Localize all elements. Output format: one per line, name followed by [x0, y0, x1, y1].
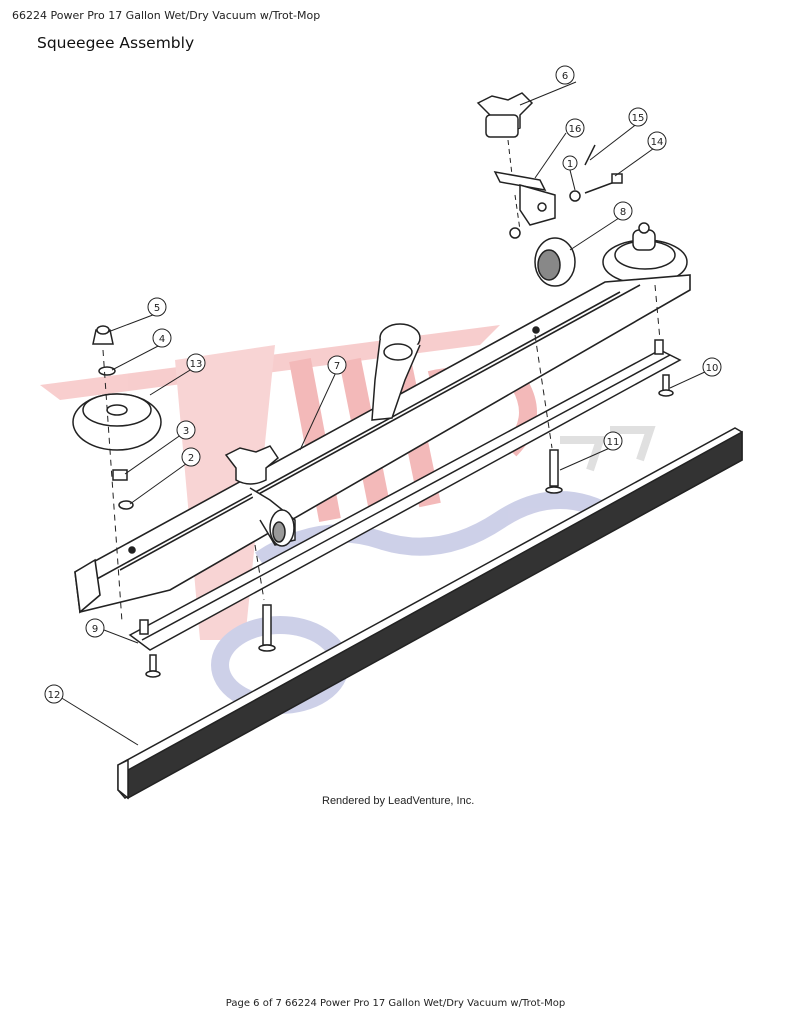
hose-inlet — [371, 323, 421, 421]
callout-9-label: 9 — [92, 624, 98, 635]
callout-5: 5 — [147, 297, 167, 317]
small-wheel — [534, 237, 576, 287]
callout-9: 9 — [85, 618, 105, 638]
callout-15: 15 — [628, 107, 648, 127]
callout-15-label: 15 — [632, 113, 645, 124]
left-hardware-stack — [92, 325, 134, 510]
callout-4: 4 — [152, 328, 172, 348]
rubber-blade — [117, 427, 743, 800]
knob-caster-left — [224, 445, 296, 547]
blade-holder — [128, 339, 682, 678]
section-title: Squeegee Assembly — [37, 34, 195, 52]
callout-6: 6 — [555, 65, 575, 85]
callout-16: 16 — [565, 118, 585, 138]
callout-10-label: 10 — [706, 363, 719, 374]
render-credit: Rendered by LeadVenture, Inc. — [322, 795, 475, 807]
callout-11-label: 11 — [607, 437, 620, 448]
document-title: 66224 Power Pro 17 Gallon Wet/Dry Vacuum… — [12, 9, 321, 22]
callout-10: 10 — [702, 357, 722, 377]
assembly-guides — [102, 284, 661, 623]
callout-5-label: 5 — [154, 303, 160, 314]
callout-3-label: 3 — [183, 426, 189, 437]
callout-leaders — [59, 81, 708, 746]
callout-1-label: 1 — [567, 159, 573, 170]
callout-13-label: 13 — [190, 359, 203, 370]
callout-7-label: 7 — [334, 361, 340, 372]
callout-12-label: 12 — [48, 690, 61, 701]
end-wheel-left — [72, 393, 162, 451]
end-wheel-right — [602, 222, 688, 285]
mount-bracket — [493, 171, 556, 226]
callout-4-label: 4 — [159, 334, 165, 345]
callout-3: 3 — [176, 420, 196, 440]
callouts: 6 16 15 14 1 8 5 4 13 7 10 3 2 11 9 12 — [44, 65, 722, 704]
page-footer: Page 6 of 7 66224 Power Pro 17 Gallon We… — [225, 998, 566, 1009]
callout-7: 7 — [327, 355, 347, 375]
callout-11: 11 — [603, 431, 623, 451]
callout-8: 8 — [613, 201, 633, 221]
callout-2: 2 — [181, 447, 201, 467]
callout-1: 1 — [562, 155, 578, 171]
callout-14-label: 14 — [651, 137, 664, 148]
callout-6-label: 6 — [562, 71, 568, 82]
callout-14: 14 — [647, 131, 667, 151]
callout-13: 13 — [186, 353, 206, 373]
squeegee-frame — [74, 274, 691, 614]
callout-16-label: 16 — [569, 124, 582, 135]
callout-12: 12 — [44, 684, 64, 704]
callout-8-label: 8 — [620, 207, 626, 218]
knob-top — [476, 92, 534, 138]
callout-2-label: 2 — [188, 453, 194, 464]
